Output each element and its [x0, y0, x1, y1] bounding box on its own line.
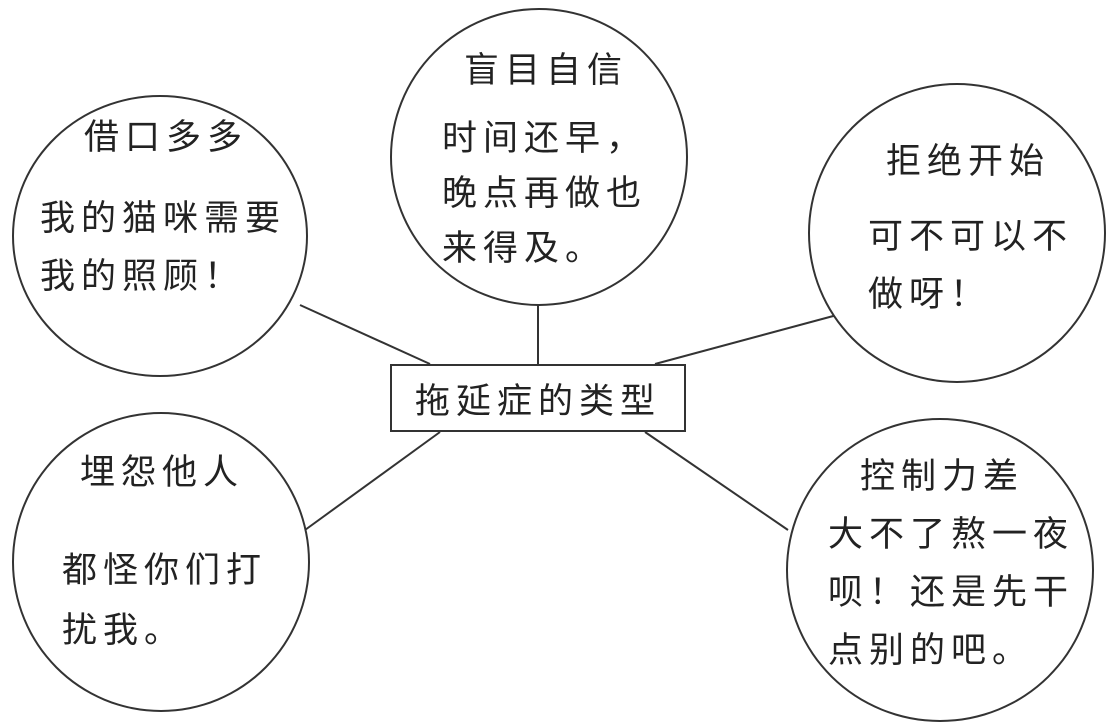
node-text-line: 都怪你们打: [62, 551, 268, 591]
node-blind-confidence: 盲目自信 时间还早， 晚点再做也 来得及。: [390, 8, 688, 306]
node-excuses: 借口多多 我的猫咪需要 我的照顾！: [12, 95, 308, 377]
node-text-line: 做呀！: [868, 275, 992, 315]
node-text-line: 来得及。: [442, 229, 607, 269]
connector-refuse-to-start: [654, 314, 838, 365]
node-text-line: 时间还早，: [442, 119, 648, 159]
node-refuse-to-start: 拒绝开始 可不可以不 做呀！: [808, 83, 1106, 383]
connector-poor-control: [644, 431, 789, 531]
center-topic-box: 拖延症的类型: [390, 364, 686, 432]
node-text-line: 大不了熬一夜: [828, 515, 1075, 555]
node-text-line: 呗！还是先干: [828, 573, 1075, 613]
node-poor-control: 控制力差 大不了熬一夜 呗！还是先干 点别的吧。: [786, 418, 1094, 722]
connector-blame-others: [304, 431, 441, 531]
node-blame-others: 埋怨他人 都怪你们打 扰我。: [12, 412, 310, 712]
connector-excuses: [299, 304, 431, 365]
center-topic-label: 拖延症的类型: [414, 381, 661, 422]
node-title: 控制力差: [860, 457, 1025, 497]
node-text-line: 我的照顾！: [40, 257, 246, 297]
node-text-line: 点别的吧。: [828, 631, 1034, 671]
node-text-line: 晚点再做也: [442, 174, 648, 214]
node-text-line: 扰我。: [62, 611, 186, 651]
node-title: 借口多多: [84, 118, 249, 158]
node-title: 盲目自信: [464, 51, 629, 91]
node-text-line: 我的猫咪需要: [40, 199, 287, 239]
node-text-line: 可不可以不: [868, 217, 1074, 257]
node-title: 拒绝开始: [886, 142, 1051, 182]
node-title: 埋怨他人: [80, 453, 245, 493]
